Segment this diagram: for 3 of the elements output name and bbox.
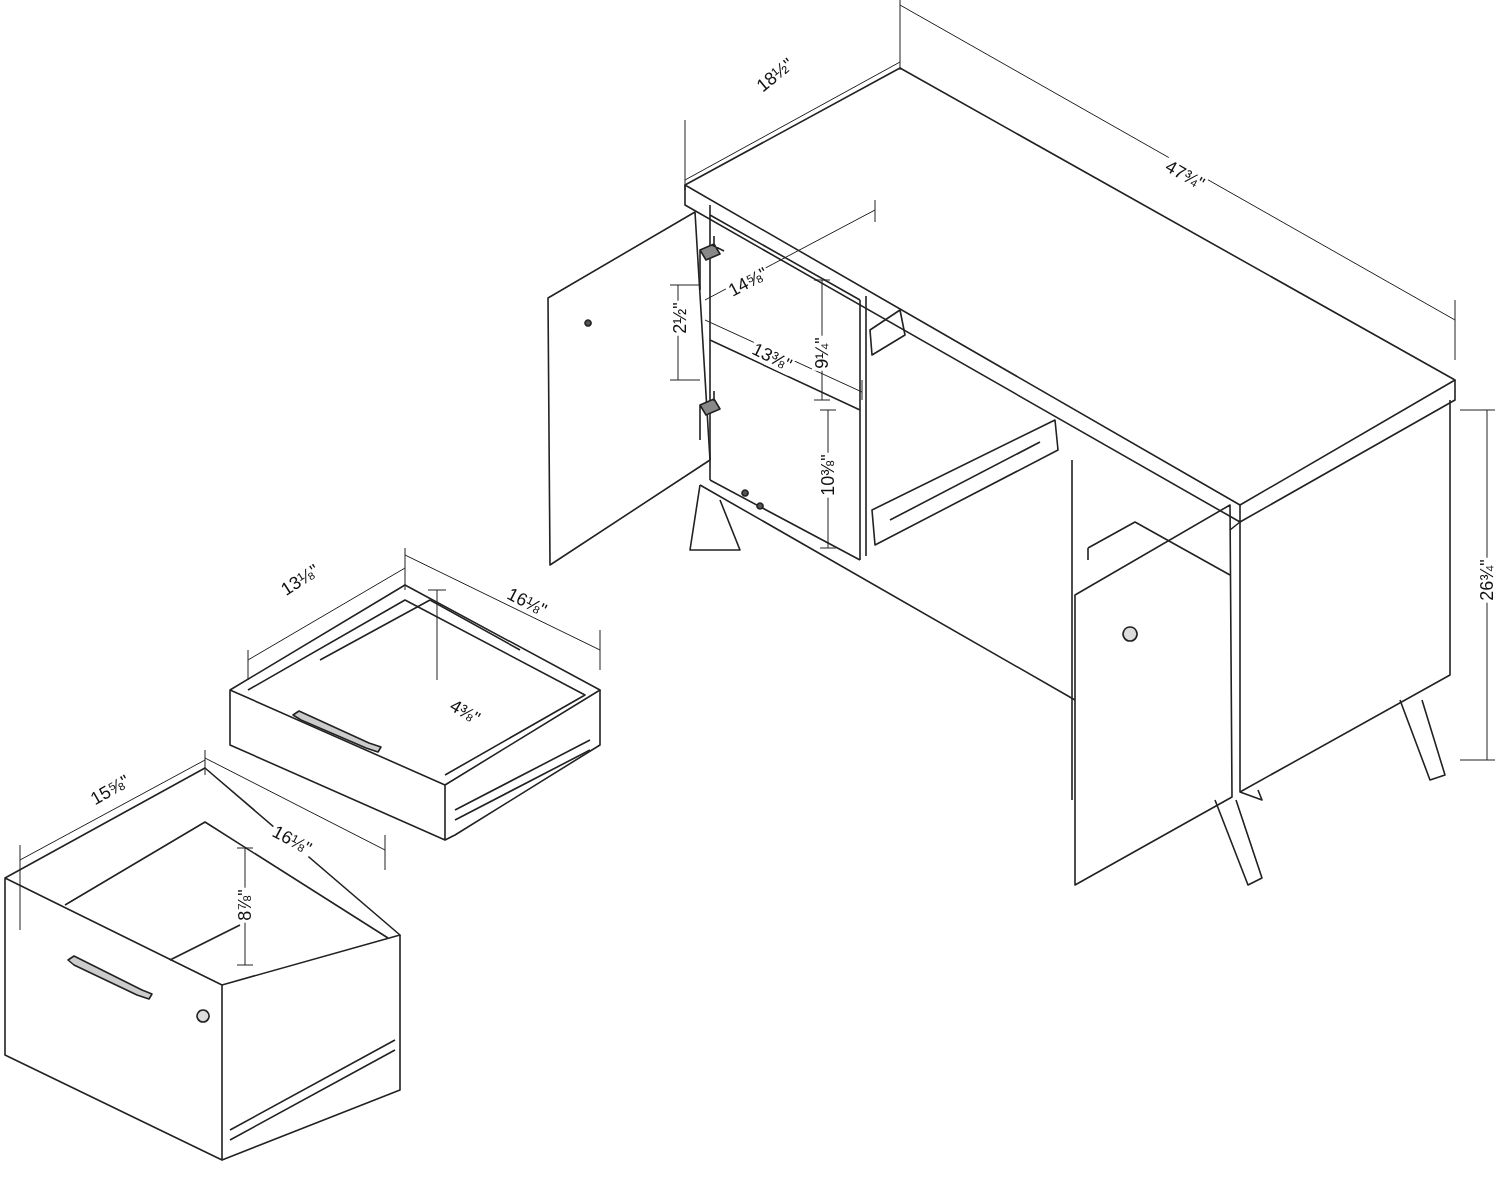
dimension-label: 2½"	[670, 300, 690, 336]
dimension-label: 9¼"	[812, 335, 832, 371]
dimension-label: 26¾"	[1477, 557, 1497, 603]
